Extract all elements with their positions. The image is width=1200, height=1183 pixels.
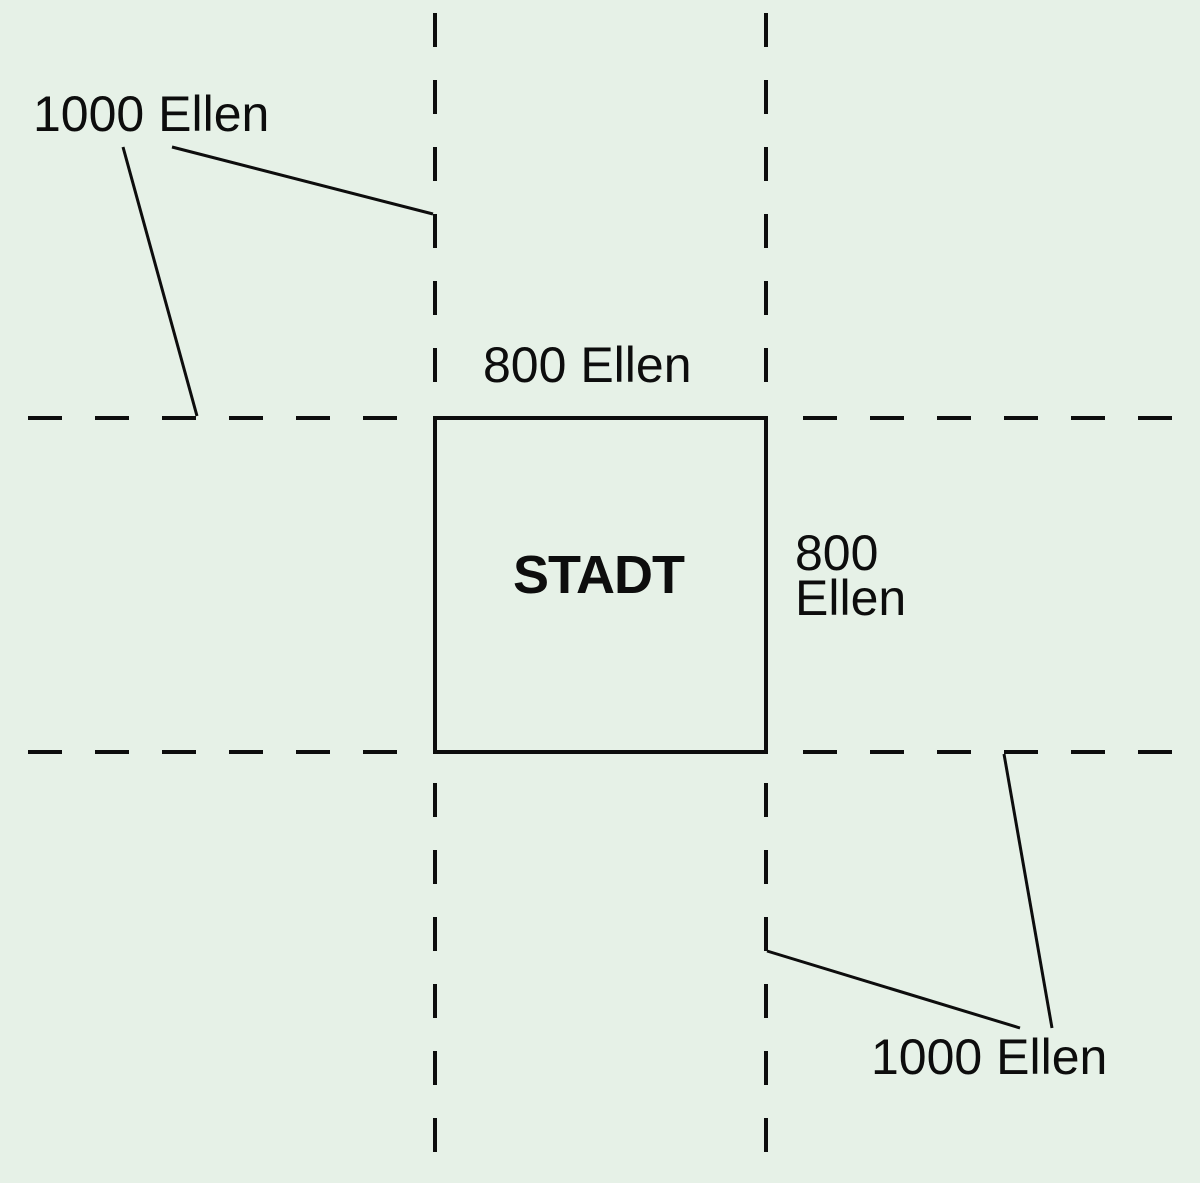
label-distance-top-left: 1000 Ellen bbox=[33, 86, 270, 142]
leader-line-top-left-to-vertical bbox=[171, 145, 434, 216]
leader-line-bottom-right-to-vertical bbox=[766, 949, 1021, 1030]
leader-line-top-left-to-horizontal bbox=[121, 146, 199, 417]
leader-line-bottom-right-to-horizontal bbox=[1002, 753, 1054, 1029]
label-city: STADT bbox=[513, 545, 685, 605]
city-square bbox=[433, 416, 768, 754]
label-distance-bottom-right: 1000 Ellen bbox=[871, 1029, 1108, 1085]
label-width-top: 800 Ellen bbox=[483, 337, 692, 393]
label-height-right: 800 Ellen bbox=[795, 525, 907, 626]
